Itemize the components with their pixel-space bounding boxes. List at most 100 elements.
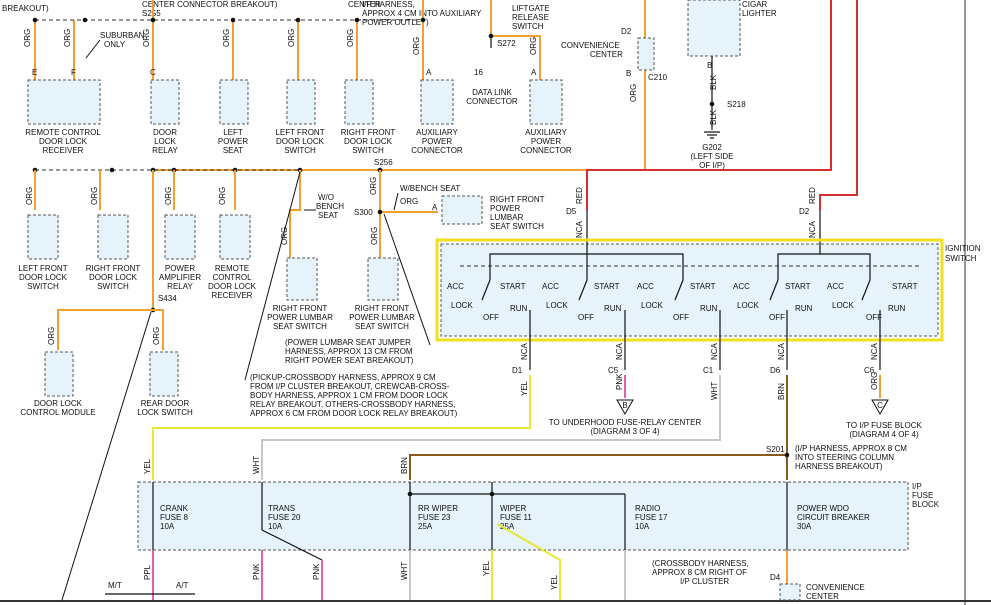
svg-text:DOOR LOCK: DOOR LOCK (208, 282, 257, 291)
svg-text:C6: C6 (864, 366, 875, 375)
svg-text:TO UNDERHOOD FUSE-RELAY CENTER: TO UNDERHOOD FUSE-RELAY CENTER (549, 418, 702, 427)
svg-text:PNK: PNK (615, 373, 624, 390)
svg-text:CONTROL MODULE: CONTROL MODULE (20, 408, 95, 417)
svg-text:ORG: ORG (164, 187, 173, 205)
svg-text:APPROX 8 CM RIGHT OF: APPROX 8 CM RIGHT OF (652, 568, 747, 577)
svg-text:RELAY: RELAY (152, 146, 178, 155)
svg-text:ORG: ORG (412, 37, 421, 55)
svg-text:FUSE 23: FUSE 23 (418, 513, 451, 522)
svg-text:RELAY BREAKOUT, OTHERS-CROSSBO: RELAY BREAKOUT, OTHERS-CROSSBODY HARNESS… (250, 400, 455, 409)
svg-text:FUSE 8: FUSE 8 (160, 513, 189, 522)
svg-text:PPL: PPL (143, 564, 152, 580)
rear-door-lock-switch (149, 351, 179, 397)
svg-text:ORG: ORG (63, 29, 72, 47)
wire-yel-crank (152, 375, 531, 480)
svg-text:BRN: BRN (400, 457, 409, 474)
svg-text:A: A (432, 203, 438, 212)
svg-text:POWER LUMBAR: POWER LUMBAR (349, 313, 415, 322)
svg-text:25A: 25A (500, 522, 515, 531)
svg-text:LOCK: LOCK (451, 301, 473, 310)
svg-text:RECEIVER: RECEIVER (43, 146, 84, 155)
svg-text:SWITCH: SWITCH (97, 282, 129, 291)
svg-text:SWITCH: SWITCH (284, 146, 316, 155)
svg-text:CIGAR: CIGAR (742, 0, 768, 9)
svg-text:RED: RED (808, 187, 817, 204)
ignition-switch-highlight (435, 238, 944, 342)
svg-text:10A: 10A (160, 522, 175, 531)
svg-text:AUXILIARY: AUXILIARY (525, 128, 567, 137)
svg-text:ACC: ACC (827, 282, 844, 291)
svg-text:10A: 10A (635, 522, 650, 531)
label-center-connector: CENTER CONNECTOR BREAKOUT) (142, 0, 278, 9)
svg-text:16: 16 (474, 68, 483, 77)
svg-text:NCA: NCA (520, 342, 529, 360)
label-ip-harness-2: APPROX 4 CM INTO AUXILIARY (362, 9, 482, 18)
svg-text:POWER: POWER (422, 137, 452, 146)
svg-text:BENCH: BENCH (316, 202, 344, 211)
svg-text:D2: D2 (799, 207, 810, 216)
svg-text:LUMBAR: LUMBAR (490, 213, 524, 222)
svg-text:SEAT SWITCH: SEAT SWITCH (490, 222, 544, 231)
svg-text:(I/P HARNESS, APPROX 8 CM: (I/P HARNESS, APPROX 8 CM (795, 444, 907, 453)
svg-text:G202: G202 (702, 143, 722, 152)
svg-text:TO I/P FUSE BLOCK: TO I/P FUSE BLOCK (846, 421, 922, 430)
svg-text:RIGHT FRONT: RIGHT FRONT (341, 128, 396, 137)
svg-text:DOOR LOCK: DOOR LOCK (276, 137, 325, 146)
svg-text:TRANS: TRANS (268, 504, 295, 513)
svg-text:WIPER: WIPER (500, 504, 526, 513)
svg-text:ORG: ORG (90, 187, 99, 205)
svg-text:YEL: YEL (482, 560, 491, 576)
svg-text:NCA: NCA (870, 342, 879, 360)
wire-wht-trans (261, 375, 721, 480)
svg-text:(CROSSBODY HARNESS,: (CROSSBODY HARNESS, (652, 559, 749, 568)
svg-text:ORG: ORG (47, 327, 56, 345)
svg-text:B: B (626, 69, 631, 78)
svg-text:DOOR LOCK: DOOR LOCK (39, 137, 88, 146)
ignition-switch (440, 243, 939, 337)
svg-text:D1: D1 (512, 366, 523, 375)
fuse-radio: RADIO FUSE 17 10A (635, 504, 668, 531)
svg-text:S201: S201 (766, 445, 785, 454)
ign-switch-group-4: ACC START LOCK OFF RUN (733, 279, 813, 322)
svg-text:A/T: A/T (176, 581, 189, 590)
cigar-lighter (687, 0, 741, 57)
svg-text:D4: D4 (770, 573, 781, 582)
convenience-center-bottom (779, 583, 801, 601)
svg-text:AUXILIARY: AUXILIARY (416, 128, 458, 137)
svg-text:POWER: POWER (490, 204, 520, 213)
svg-text:ACC: ACC (542, 282, 559, 291)
splice-s218 (709, 101, 715, 107)
svg-text:B: B (707, 61, 712, 70)
svg-text:(LEFT SIDE: (LEFT SIDE (691, 152, 734, 161)
svg-text:RECEIVER: RECEIVER (212, 291, 253, 300)
svg-text:RED: RED (575, 187, 584, 204)
remote-control-door-lock-receiver (27, 79, 101, 125)
svg-text:HARNESS, APPROX 13 CM FROM: HARNESS, APPROX 13 CM FROM (285, 347, 413, 356)
svg-text:C1: C1 (703, 366, 714, 375)
left-power-seat (219, 79, 249, 125)
wire-red-d5 (586, 0, 832, 210)
svg-text:(PICKUP-CROSSBODY HARNESS, APP: (PICKUP-CROSSBODY HARNESS, APPROX 9 CM (250, 373, 436, 382)
svg-text:SWITCH: SWITCH (352, 146, 384, 155)
svg-text:25A: 25A (418, 522, 433, 531)
svg-text:CONNECTOR: CONNECTOR (411, 146, 463, 155)
svg-text:LIGHTER: LIGHTER (742, 9, 777, 18)
right-front-door-lock-switch-2 (97, 214, 129, 260)
svg-text:B: B (622, 401, 627, 410)
svg-text:ORG: ORG (218, 187, 227, 205)
svg-text:NCA: NCA (575, 220, 584, 238)
svg-text:YEL: YEL (550, 574, 559, 590)
wire-red-d2 (819, 0, 858, 210)
label-ip-harness-3: POWER OUTLET) (362, 18, 429, 27)
svg-text:S256: S256 (374, 158, 393, 167)
wire-brn-s201 (409, 454, 787, 480)
svg-text:HARNESS BREAKOUT): HARNESS BREAKOUT) (795, 462, 883, 471)
svg-text:(DIAGRAM 3 OF 4): (DIAGRAM 3 OF 4) (590, 427, 660, 436)
right-front-power-lumbar-seat-switch-bench (441, 195, 483, 225)
right-front-power-lumbar-seat-switch-2 (367, 257, 399, 301)
svg-text:DOOR LOCK: DOOR LOCK (89, 273, 138, 282)
svg-text:ACC: ACC (637, 282, 654, 291)
svg-text:DOOR: DOOR (153, 128, 177, 137)
svg-text:BODY HARNESS, APPROX 1 CM FROM: BODY HARNESS, APPROX 1 CM FROM DOOR LOCK (250, 391, 449, 400)
label-s272: S272 (497, 39, 516, 48)
